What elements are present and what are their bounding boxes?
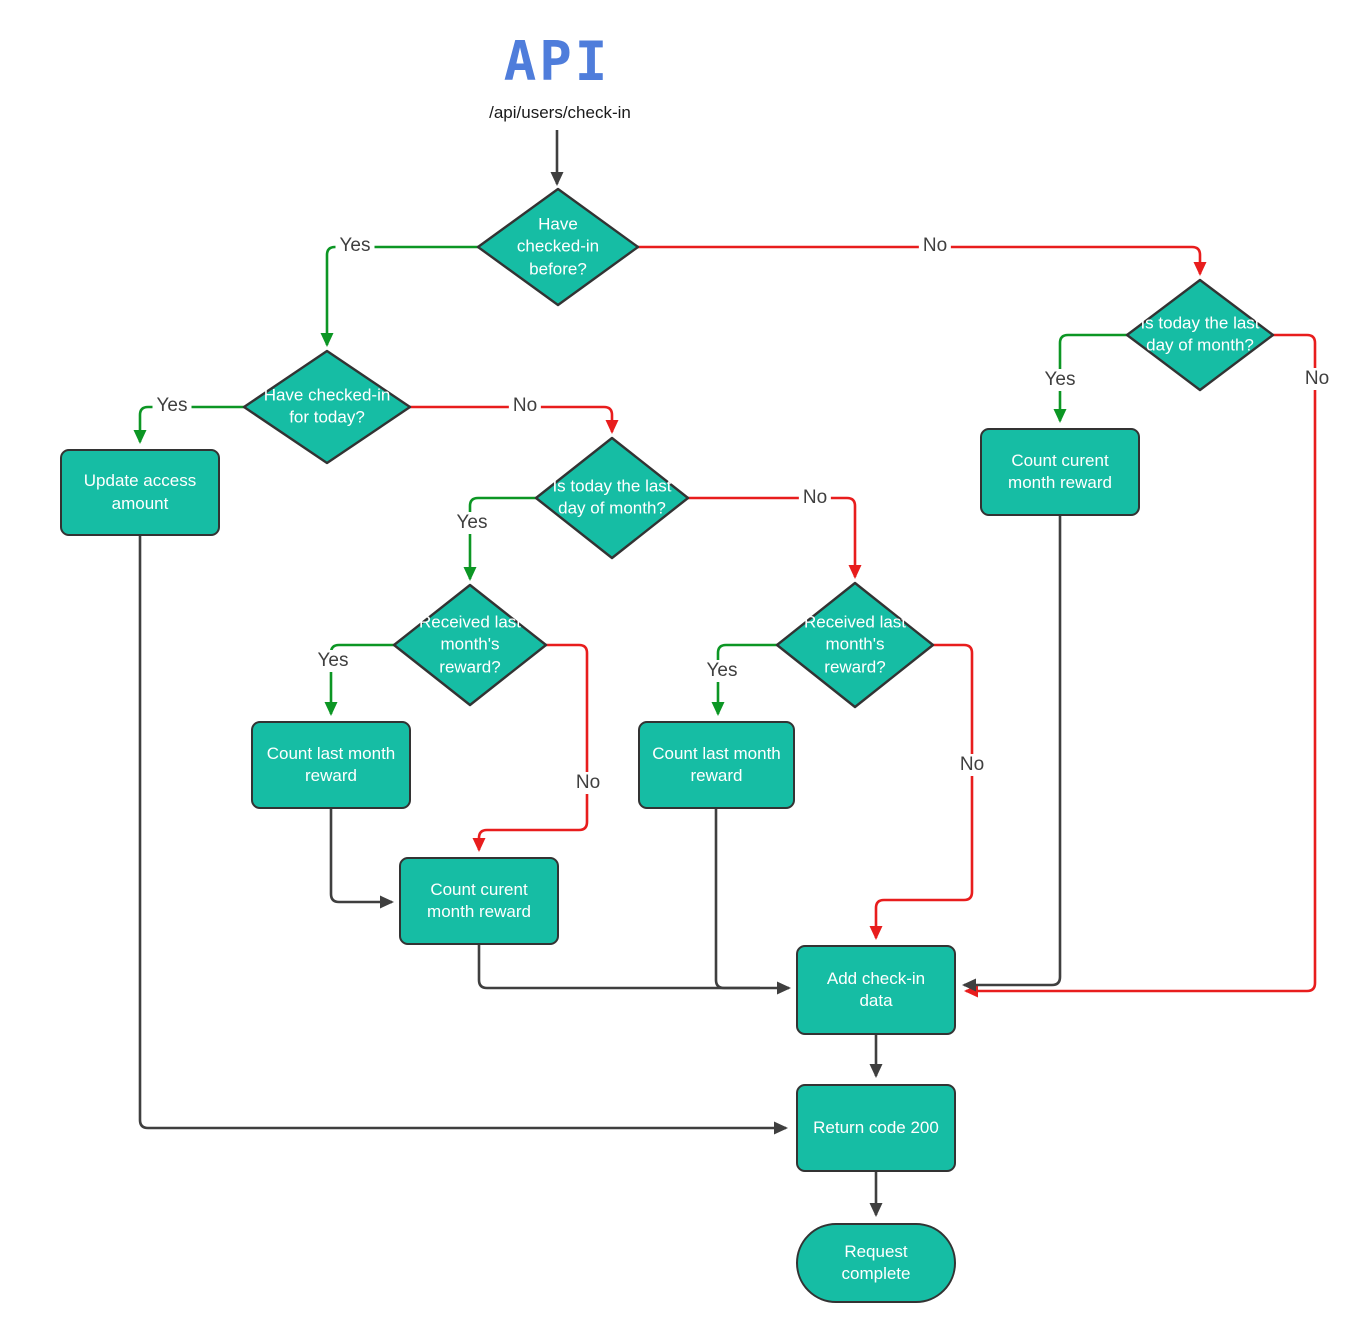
edge-label-before-no: No xyxy=(918,235,952,257)
edge-lastday-mid-yes xyxy=(463,496,536,581)
edge-lastday-right-no xyxy=(964,333,1317,998)
edge-today-no xyxy=(410,405,619,434)
decision-received-left xyxy=(392,583,548,707)
edge-label-today-yes: Yes xyxy=(152,395,192,417)
edge-today-yes xyxy=(133,405,244,444)
edge-countcurrent-right-to-add xyxy=(962,516,1062,992)
edge-countlast-mid-to-add xyxy=(714,809,760,990)
edge-received-left-no xyxy=(472,643,589,852)
process-count-current-month-right: Count curent month reward xyxy=(980,428,1140,516)
page-title: API xyxy=(503,30,611,93)
edge-countlast-left-to-current xyxy=(329,809,394,909)
edge-label-received-left-yes: Yes xyxy=(313,650,353,672)
edge-label-lastday-right-yes: Yes xyxy=(1040,369,1080,391)
endpoint-label: /api/users/check-in xyxy=(489,103,631,122)
decision-checkin-before xyxy=(476,187,640,307)
edge-label-received-right-yes: Yes xyxy=(702,660,742,682)
edge-label-received-right-no: No xyxy=(955,754,989,776)
edge-before-yes xyxy=(320,245,478,347)
process-return-code-200: Return code 200 xyxy=(796,1084,956,1172)
process-update-access: Update access amount xyxy=(60,449,220,536)
edge-lastday-mid-no xyxy=(688,496,862,579)
edge-update-to-return xyxy=(138,536,788,1135)
terminator-request-complete: Request complete xyxy=(796,1223,956,1303)
edge-received-right-no xyxy=(869,643,974,940)
decision-checkin-today xyxy=(242,349,412,465)
process-count-last-month-mid: Count last month reward xyxy=(638,721,795,809)
edge-label-lastday-mid-no: No xyxy=(798,487,832,509)
edge-label-today-no: No xyxy=(508,395,542,417)
edge-received-right-yes xyxy=(711,643,777,716)
edge-before-no xyxy=(638,245,1207,276)
edge-label-before-yes: Yes xyxy=(335,235,375,257)
process-count-last-month-left: Count last month reward xyxy=(251,721,411,809)
decision-last-day-right xyxy=(1125,278,1275,392)
process-add-checkin-data: Add check-in data xyxy=(796,945,956,1035)
edge-lastday-right-yes xyxy=(1053,333,1127,423)
decision-last-day-mid xyxy=(534,436,690,560)
edge-label-lastday-right-no: No xyxy=(1300,368,1334,390)
edge-label-received-left-no: No xyxy=(571,772,605,794)
edge-label-lastday-mid-yes: Yes xyxy=(452,512,492,534)
decision-received-right xyxy=(775,581,935,709)
edge-countcurrent-mid-to-add xyxy=(477,945,791,995)
process-count-current-month-mid: Count curent month reward xyxy=(399,857,559,945)
